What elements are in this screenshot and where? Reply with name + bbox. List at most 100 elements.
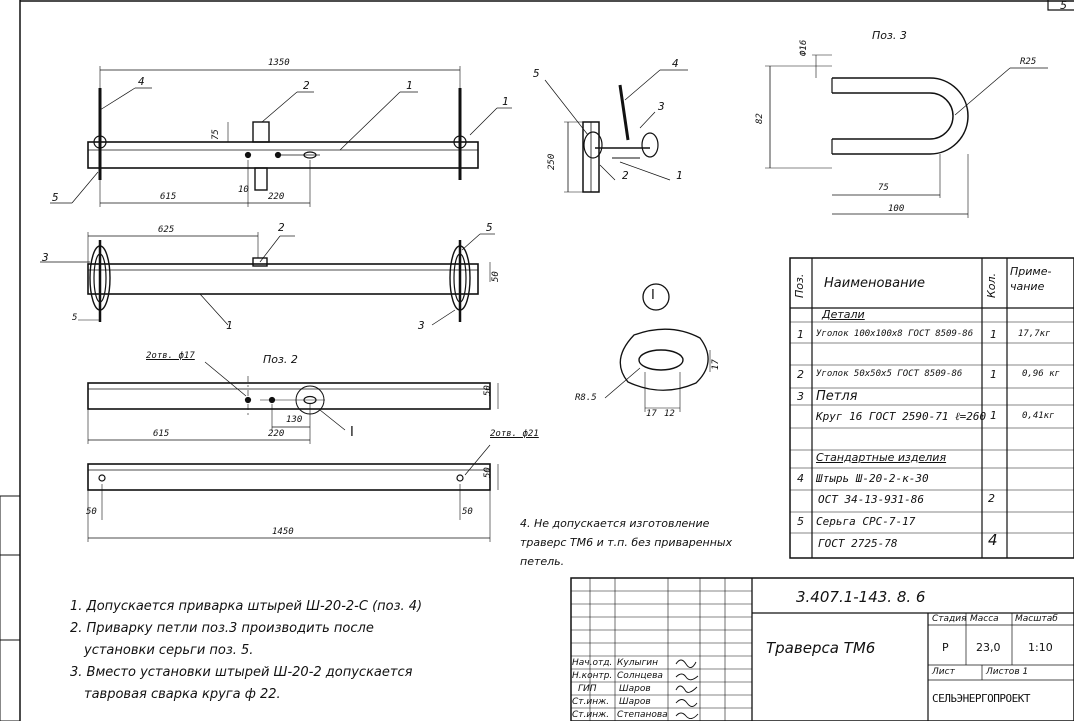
spec-row-1-name: Уголок 100х100х8 ГОСТ 8509-86 bbox=[816, 329, 974, 339]
signer-2-name: Солнцева bbox=[617, 671, 663, 681]
pos2-dim-height-upper: 50 bbox=[483, 385, 493, 396]
spec-section-details: Детали bbox=[822, 308, 865, 321]
signer-2-role: Н.контр. bbox=[572, 671, 613, 681]
side-dim-height: 250 bbox=[547, 153, 557, 170]
spec-row-6-name: ОСТ 34-13-931-86 bbox=[818, 493, 924, 506]
title-block-doc-code: 3.407.1-143. 8. 6 bbox=[796, 588, 926, 606]
note-line-5: тавровая сварка круга ф 22. bbox=[84, 687, 281, 702]
plan-dim-left: 625 bbox=[158, 225, 175, 235]
pos2-hole-label-1: 2отв. ф17 bbox=[146, 351, 195, 361]
pos2-dim-small: 130 bbox=[286, 415, 303, 425]
signature-1-scribble bbox=[675, 659, 697, 668]
signer-5-name: Степанова bbox=[617, 710, 668, 720]
pos3-dim-inner: 75 bbox=[878, 183, 889, 193]
detail-i-dim-height: 17 bbox=[711, 359, 721, 370]
plan-callout-3b: 3 bbox=[418, 319, 425, 332]
detail-i-dim-width-1: 17 bbox=[646, 409, 657, 419]
spec-row-2-name: Уголок 50х50х5 ГОСТ 8509-86 bbox=[816, 369, 963, 379]
main-dim-left: 615 bbox=[160, 192, 177, 202]
title-block-scale: 1:10 bbox=[1028, 641, 1053, 654]
spec-header-note: Приме- чание bbox=[1010, 265, 1052, 294]
pos2-dim-left: 615 bbox=[153, 429, 170, 439]
pos2-dim-end-right: 50 bbox=[462, 507, 473, 517]
spec-row-5-pos: 4 bbox=[797, 472, 804, 485]
side-callout-2: 2 bbox=[622, 169, 629, 182]
plan-dim-left-small: 5 bbox=[72, 313, 78, 323]
detail-i-mark: I bbox=[651, 288, 655, 303]
signer-3-role: ГИП bbox=[578, 684, 597, 694]
spec-row-2-qty: 1 bbox=[990, 368, 997, 381]
pos2-detail-mark: I bbox=[350, 425, 354, 440]
signer-4-role: Ст.инж. bbox=[572, 697, 610, 707]
spec-row-1-pos: 1 bbox=[797, 328, 804, 341]
pos2-hole-label-2: 2отв. ф21 bbox=[490, 429, 539, 439]
pos3-title: Поз. 3 bbox=[872, 29, 907, 42]
side-callout-5: 5 bbox=[533, 67, 540, 80]
note-line-4: 3. Вместо установки штырей Ш-20-2 допуск… bbox=[70, 665, 413, 680]
main-callout-1b: 1 bbox=[502, 95, 509, 108]
spec-row-7-name: Серьга СРС-7-17 bbox=[816, 515, 916, 528]
spec-row-6-qty: 2 bbox=[988, 492, 995, 505]
spec-header-qty: Кол. bbox=[985, 272, 998, 298]
detail-i-dim-width-2: 12 bbox=[664, 409, 675, 419]
title-block-stage: Р bbox=[942, 641, 949, 654]
title-block-sheets-label: Листов 1 bbox=[986, 667, 1029, 677]
spec-row-1-note: 17,7кг bbox=[1018, 329, 1051, 339]
title-block-mass-label: Масса bbox=[970, 614, 999, 624]
spec-row-8-name: ГОСТ 2725-78 bbox=[818, 537, 898, 550]
pos3-dim-height: 82 bbox=[755, 113, 765, 124]
plan-dim-right: 50 bbox=[491, 271, 501, 282]
spec-row-4-name: Круг 16 ГОСТ 2590-71 ℓ=260 bbox=[816, 410, 987, 423]
pos2-dim-total: 1450 bbox=[272, 527, 294, 537]
side-callout-3: 3 bbox=[658, 100, 665, 113]
signer-1-role: Нач.отд. bbox=[572, 658, 613, 668]
signature-5-scribble bbox=[675, 712, 699, 719]
spec-header-name: Наименование bbox=[824, 276, 926, 291]
spec-row-4-note: 0,41кг bbox=[1022, 411, 1055, 421]
title-block-org: СЕЛЬЭНЕРГОПРОЕКТ bbox=[932, 692, 1030, 705]
note-4-line-1: 4. Не допускается изготовление bbox=[520, 517, 710, 530]
title-block-mass: 23,0 bbox=[976, 641, 1001, 654]
signer-1-name: Кулыгин bbox=[617, 658, 659, 668]
main-callout-4: 4 bbox=[138, 75, 145, 88]
plan-callout-5: 5 bbox=[486, 221, 493, 234]
spec-row-2-note: 0,96 кг bbox=[1022, 369, 1060, 379]
pos2-dim-end-left: 50 bbox=[86, 507, 97, 517]
signer-3-name: Шаров bbox=[619, 684, 651, 694]
note-line-1: 1. Допускается приварка штырей Ш-20-2-С … bbox=[70, 599, 423, 614]
pos3-dim-outer: 100 bbox=[888, 204, 905, 214]
note-line-2: 2. Приварку петли поз.3 производить посл… bbox=[70, 621, 374, 636]
signature-2-scribble bbox=[675, 673, 699, 681]
main-dim-height: 75 bbox=[211, 129, 221, 140]
main-dim-total: 1350 bbox=[268, 58, 290, 68]
plan-callout-3a: 3 bbox=[42, 251, 49, 264]
signer-4-name: Шаров bbox=[619, 697, 651, 707]
spec-row-3-name: Петля bbox=[816, 389, 858, 404]
pos3-dim-radius: R25 bbox=[1020, 57, 1037, 67]
spec-row-4-qty: 1 bbox=[990, 409, 997, 422]
plan-callout-1: 1 bbox=[226, 319, 233, 332]
side-callout-4: 4 bbox=[672, 57, 679, 70]
signature-4-scribble bbox=[675, 699, 698, 707]
spec-section-standard: Стандартные изделия bbox=[816, 451, 947, 464]
spec-row-8-qty: 4 bbox=[988, 531, 998, 549]
main-dim-mid: 220 bbox=[268, 192, 285, 202]
title-block-scale-label: Масштаб bbox=[1015, 614, 1058, 624]
sheet-number: 5 bbox=[1060, 0, 1067, 12]
pos2-dim-height-lower: 50 bbox=[483, 467, 493, 478]
side-callout-1: 1 bbox=[676, 169, 683, 182]
note-4-line-2: траверс ТМ6 и т.п. без приваренных bbox=[520, 536, 733, 549]
detail-i-dim-radius: R8.5 bbox=[575, 393, 597, 403]
title-block-stage-label: Стадия bbox=[932, 614, 967, 624]
spec-row-2-pos: 2 bbox=[797, 368, 804, 381]
spec-row-5-name: Штырь Ш-20-2-к-30 bbox=[816, 472, 929, 485]
spec-header-pos: Поз. bbox=[793, 273, 806, 298]
plan-callout-2: 2 bbox=[278, 221, 285, 234]
spec-row-3-pos: 3 bbox=[797, 390, 804, 403]
note-line-3: установки серьги поз. 5. bbox=[84, 643, 254, 658]
main-dim-small: 10 bbox=[238, 185, 249, 195]
main-callout-1a: 1 bbox=[406, 79, 413, 92]
spec-row-7-pos: 5 bbox=[797, 515, 804, 528]
